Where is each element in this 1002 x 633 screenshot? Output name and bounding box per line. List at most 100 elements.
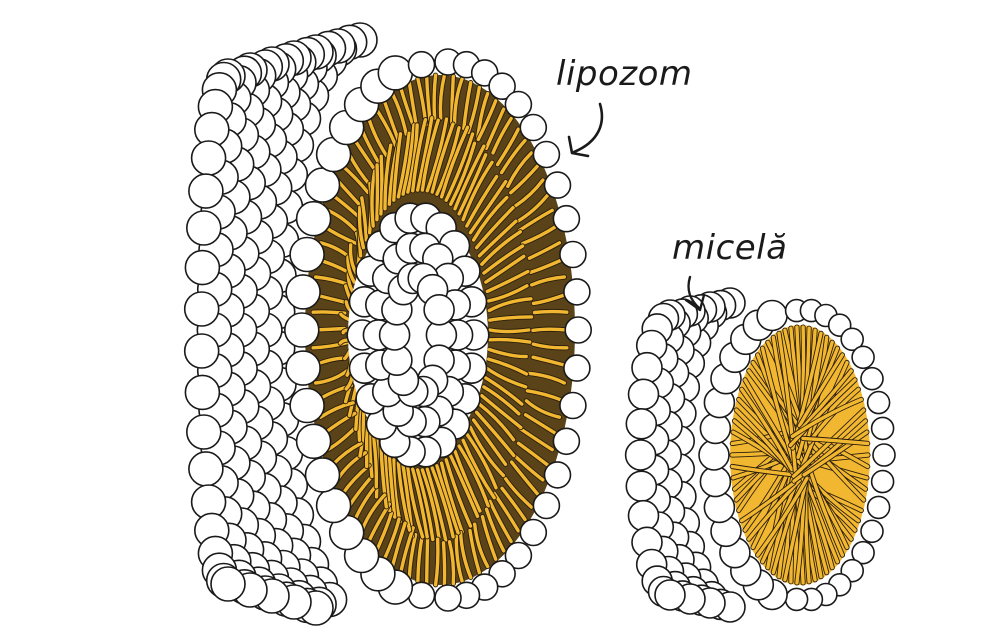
liposome-lipid-tails	[310, 72, 570, 588]
lipid-tail	[802, 430, 869, 477]
lipid-head	[186, 210, 222, 246]
lipid-tail	[484, 254, 526, 284]
lipid-tail	[326, 208, 360, 235]
lipid-head	[295, 423, 332, 460]
lipid-head	[851, 540, 875, 565]
lipid-tail	[760, 346, 795, 463]
lipid-head	[504, 90, 533, 119]
micelle-head-shell	[624, 287, 746, 623]
liposome-label: lipozom	[556, 54, 693, 94]
lipid-head	[563, 354, 591, 382]
lipid-head	[756, 299, 788, 332]
micelle-label: micelă	[672, 228, 788, 268]
lipid-tail	[509, 164, 540, 195]
lipid-tail	[411, 467, 429, 539]
lipid-tail	[525, 389, 564, 402]
lipid-tail	[433, 537, 440, 587]
lipid-tail	[480, 394, 523, 430]
lipid-tail	[495, 127, 520, 167]
lipid-tail	[457, 444, 490, 508]
lipid-tail	[375, 163, 380, 222]
lipid-head	[552, 204, 581, 233]
lipid-head	[423, 293, 455, 326]
lipid-tail	[396, 461, 412, 532]
lipid-tail	[739, 481, 796, 523]
lipid-tail	[379, 154, 384, 216]
lipid-tail	[453, 449, 482, 513]
lipid-tail	[415, 468, 435, 542]
lipid-head	[860, 366, 884, 391]
lipid-head	[703, 491, 736, 524]
lipid-head	[627, 499, 660, 532]
lipid-tail	[477, 402, 516, 442]
lipid-head	[188, 451, 224, 487]
lipid-head	[624, 439, 657, 471]
lipid-tail	[484, 507, 506, 553]
lipid-tail	[486, 357, 529, 376]
lipid-tail	[747, 479, 801, 541]
lipid-tail	[461, 160, 494, 222]
lipid-tail	[531, 327, 569, 333]
lipid-tail	[457, 153, 488, 216]
lipid-tail	[449, 141, 477, 206]
lipid-tail	[471, 418, 508, 466]
lipid-tail	[425, 467, 448, 542]
lipid-head	[840, 327, 865, 352]
lipid-head	[285, 350, 321, 386]
lipid-head	[504, 541, 533, 570]
lipid-tail	[450, 74, 455, 126]
lipid-tail	[462, 80, 473, 131]
lipid-tail	[468, 425, 506, 478]
lipid-head	[654, 579, 686, 611]
lipid-tail	[482, 244, 525, 275]
lipid-tail	[476, 99, 498, 142]
lipid-tail	[480, 514, 498, 561]
lipid-tail	[383, 143, 393, 211]
lipid-tail	[484, 376, 524, 406]
lipid-tail	[382, 517, 401, 561]
micelle-illustration	[624, 287, 896, 623]
lipid-tail	[396, 131, 411, 199]
lipid-head	[289, 387, 325, 424]
liposome-illustration	[183, 22, 593, 626]
lipid-tail	[318, 401, 355, 419]
lipid-head	[304, 457, 341, 493]
lipid-head	[784, 587, 809, 612]
lipid-tail	[371, 432, 379, 489]
lipid-tail	[531, 292, 568, 306]
lipid-head	[698, 439, 730, 471]
lipid-tail	[358, 410, 366, 458]
lipid-tail	[513, 178, 545, 208]
lipid-tail	[435, 126, 461, 196]
lipid-tail	[477, 219, 518, 258]
lipid-tail	[527, 241, 562, 260]
lipid-tail	[523, 413, 558, 436]
lipid-tail	[435, 464, 460, 535]
lipid-head	[851, 345, 875, 370]
lipid-head	[564, 316, 593, 344]
lipid-tail	[411, 118, 428, 193]
lipid-tail	[487, 297, 533, 313]
lipid-tail	[416, 535, 424, 583]
lipid-tail	[425, 536, 430, 586]
lipid-tail	[480, 230, 522, 266]
micelle-arrow-icon	[684, 275, 706, 312]
lipid-tail	[801, 436, 870, 446]
lipid-head	[860, 519, 884, 544]
lipid-tail	[792, 419, 868, 483]
lipid-tail	[447, 540, 456, 586]
lipid-tail	[387, 454, 397, 519]
lipid-tail	[800, 360, 849, 470]
lipid-tail	[531, 355, 568, 368]
lipid-tail	[401, 123, 416, 196]
lipid-head	[315, 487, 352, 524]
lipid-tail	[370, 169, 377, 228]
lipid-tail	[314, 369, 349, 385]
lipid-head	[285, 274, 321, 310]
lipid-head	[699, 412, 732, 445]
lipid-tail	[524, 399, 562, 419]
lipid-tail	[485, 269, 530, 294]
lipid-tail	[367, 116, 389, 158]
lipid-tail	[531, 342, 569, 350]
